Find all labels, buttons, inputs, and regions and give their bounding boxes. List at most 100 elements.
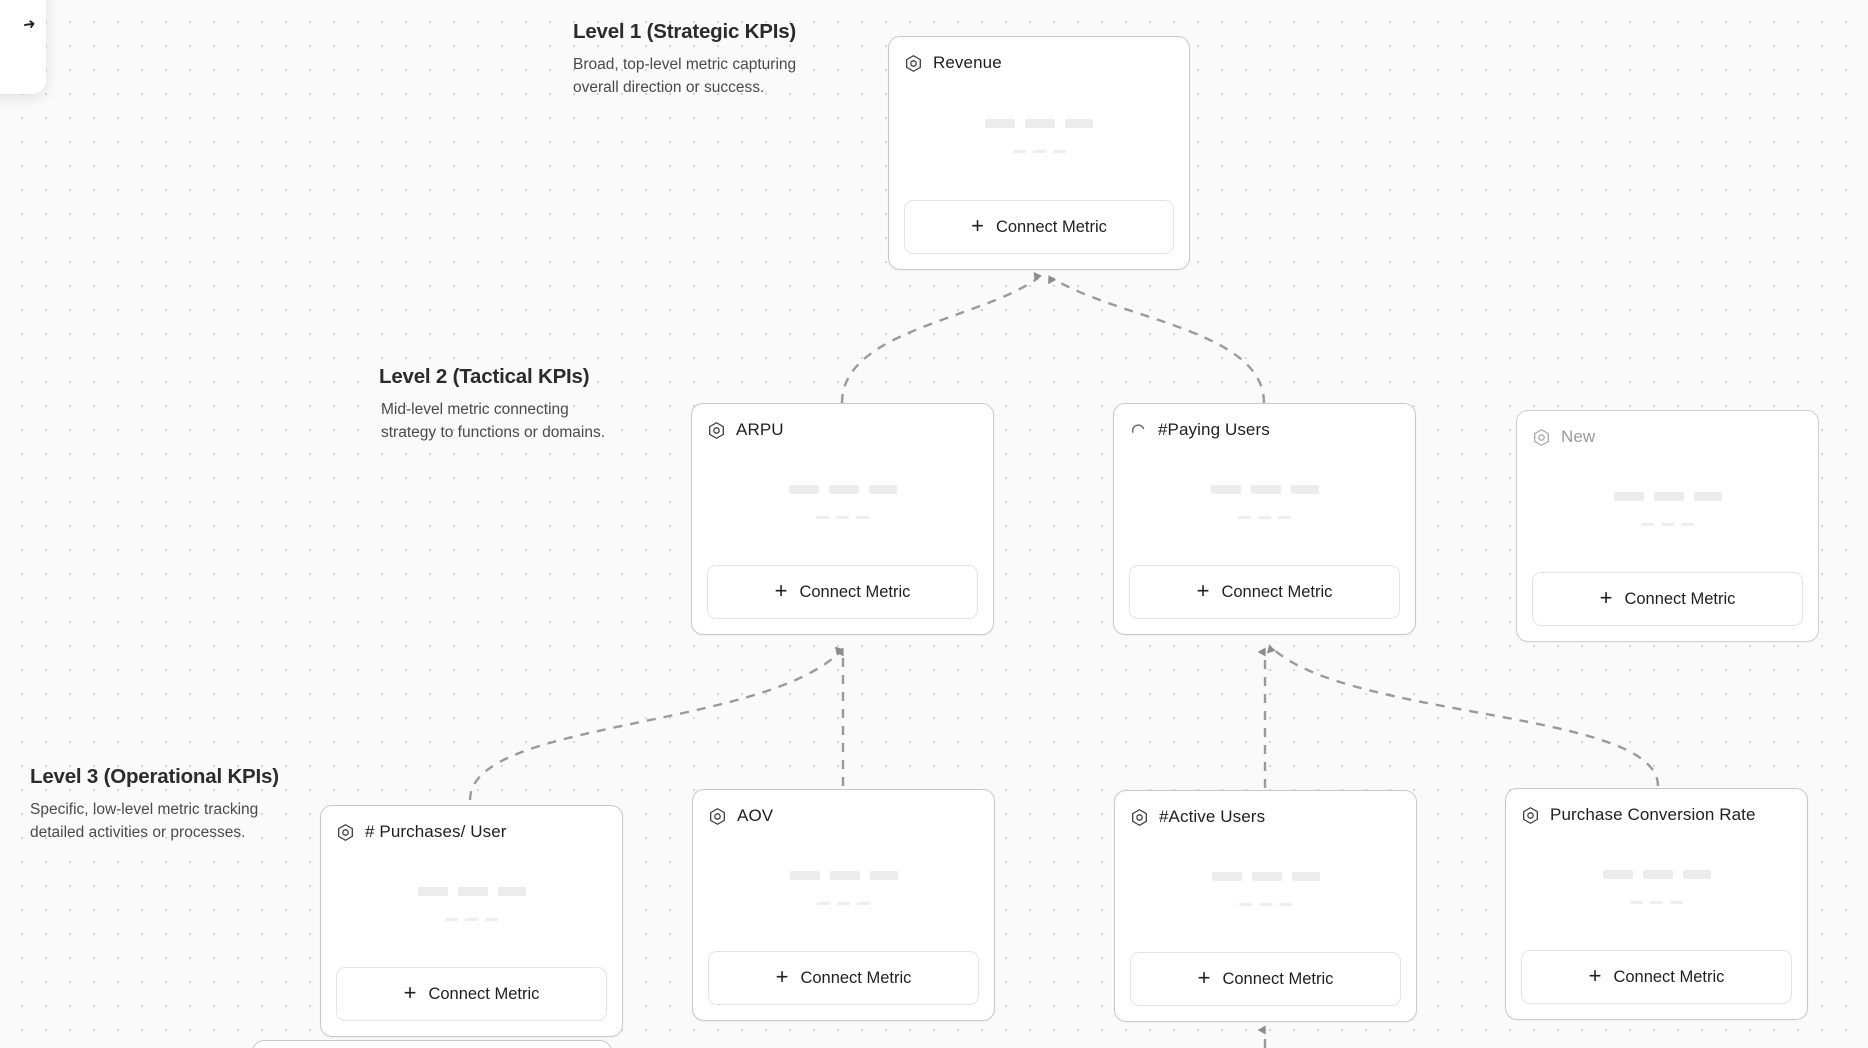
skeleton-dashes-row (1641, 522, 1694, 526)
skeleton-bar (1250, 484, 1281, 494)
skeleton-bar (788, 484, 819, 494)
card-header: #Paying Users (1129, 418, 1400, 442)
skeleton-bar (869, 870, 898, 880)
skeleton-bar (1642, 869, 1673, 879)
skeleton-dashes-row (816, 515, 869, 519)
connect-metric-button[interactable]: + Connect Metric (904, 200, 1174, 254)
card-title: Revenue (933, 53, 1002, 72)
card-title: New (1561, 427, 1596, 446)
connect-metric-button[interactable]: + Connect Metric (1521, 950, 1792, 1004)
card-title: AOV (737, 806, 774, 825)
skeleton-bars-row (417, 886, 526, 896)
hexagon-target-icon (709, 421, 724, 439)
card-body-skeleton (336, 844, 607, 967)
skeleton-dashes-row (1630, 900, 1683, 904)
skeleton-bars-row (1210, 484, 1319, 494)
metric-card-purchases-per-user[interactable]: # Purchases/ User + Connect Metric (320, 805, 623, 1037)
skeleton-dash (1238, 515, 1251, 519)
connect-metric-button[interactable]: + Connect Metric (708, 951, 979, 1005)
connect-metric-label: Connect Metric (800, 968, 912, 987)
connect-metric-label: Connect Metric (1613, 967, 1725, 986)
hexagon-target-icon (1534, 428, 1549, 446)
level-2-title: Level 2 (Tactical KPIs) (379, 365, 590, 388)
plus-icon: + (774, 578, 788, 603)
card-header: AOV (708, 804, 979, 828)
connect-metric-button[interactable]: + Connect Metric (1130, 952, 1401, 1006)
skeleton-bar (789, 870, 820, 880)
connect-metric-button[interactable]: + Connect Metric (1532, 572, 1803, 626)
skeleton-bar (1251, 871, 1282, 881)
plus-icon: + (1599, 585, 1613, 610)
connect-metric-button[interactable]: + Connect Metric (707, 565, 978, 619)
skeleton-bar (1693, 491, 1722, 501)
skeleton-dash (1278, 515, 1291, 519)
floating-corner-panel[interactable]: ➜ (0, 0, 46, 94)
card-title: Purchase Conversion Rate (1550, 805, 1756, 824)
card-body-skeleton (904, 75, 1174, 200)
skeleton-dash (1258, 515, 1271, 519)
metric-card-revenue[interactable]: Revenue + Connect Metric (888, 36, 1190, 270)
card-body-skeleton (1130, 829, 1401, 952)
hexagon-target-icon (1132, 808, 1147, 826)
skeleton-bar (1210, 484, 1241, 494)
level-3-label-group: Level 3 (Operational KPIs) Specific, low… (30, 765, 280, 845)
skeleton-dash (817, 901, 830, 905)
skeleton-bar (1290, 484, 1319, 494)
skeleton-dash (1650, 900, 1663, 904)
skeleton-bars-row (985, 118, 1093, 128)
skeleton-dash (1012, 149, 1026, 153)
skeleton-dash (856, 515, 869, 519)
skeleton-dash (1630, 900, 1643, 904)
skeleton-bar (1682, 869, 1711, 879)
cursor-icon: ➜ (22, 15, 38, 34)
connect-metric-label: Connect Metric (428, 984, 540, 1003)
level-3-description: Specific, low-level metric tracking deta… (30, 801, 259, 841)
skeleton-bar (1211, 871, 1242, 881)
connect-metric-label: Connect Metric (995, 217, 1107, 236)
card-title: #Active Users (1159, 807, 1266, 826)
skeleton-bar (457, 886, 488, 896)
edge-arpu-to-revenue (840, 272, 1042, 404)
edge-purchases-user-to-arpu (468, 646, 844, 801)
metric-card-purchase-conversion-rate[interactable]: Purchase Conversion Rate + Connect Metri… (1505, 788, 1808, 1020)
connect-metric-button[interactable]: + Connect Metric (336, 967, 607, 1021)
skeleton-dash (857, 901, 870, 905)
skeleton-bars-row (1613, 491, 1722, 501)
skeleton-bar (417, 886, 448, 896)
connect-metric-label: Connect Metric (799, 582, 911, 601)
card-title: #Paying Users (1158, 420, 1270, 439)
hexagon-target-icon (906, 54, 921, 72)
skeleton-dash (1661, 522, 1674, 526)
skeleton-dash (816, 515, 829, 519)
skeleton-dashes-row (1012, 149, 1066, 153)
skeleton-bars-row (788, 484, 897, 494)
skeleton-bar (1025, 118, 1055, 128)
skeleton-bar (1602, 869, 1633, 879)
skeleton-dashes-row (445, 917, 498, 921)
metric-card-offscreen-bottom[interactable] (252, 1040, 612, 1048)
skeleton-bar (1653, 491, 1684, 501)
hexagon-target-icon (710, 807, 725, 825)
skeleton-bars-row (1211, 871, 1320, 881)
level-1-label-group: Level 1 (Strategic KPIs) Broad, top-leve… (573, 20, 823, 100)
metric-card-aov[interactable]: AOV + Connect Metric (692, 789, 995, 1021)
card-header: #Active Users (1130, 805, 1401, 829)
edge-purchase-cvr-to-paying-users (1266, 644, 1660, 787)
skeleton-bar (1291, 871, 1320, 881)
level-2-label-group: Level 2 (Tactical KPIs) Mid-level metric… (379, 365, 626, 445)
plus-icon: + (1196, 578, 1210, 603)
metric-card-new[interactable]: New + Connect Metric (1516, 410, 1819, 642)
metric-card-arpu[interactable]: ARPU + Connect Metric (691, 403, 994, 635)
skeleton-bar (868, 484, 897, 494)
skeleton-dash (1681, 522, 1694, 526)
connect-metric-label: Connect Metric (1624, 589, 1736, 608)
skeleton-bar (497, 886, 526, 896)
metric-card-paying-users[interactable]: #Paying Users + Connect Metric (1113, 403, 1416, 635)
connect-metric-button[interactable]: + Connect Metric (1129, 565, 1400, 619)
metric-card-active-users[interactable]: #Active Users + Connect Metric (1114, 790, 1417, 1022)
skeleton-dash (1670, 900, 1683, 904)
skeleton-dash (1279, 902, 1292, 906)
skeleton-bar (829, 870, 860, 880)
level-1-description: Broad, top-level metric capturing overal… (573, 56, 797, 96)
